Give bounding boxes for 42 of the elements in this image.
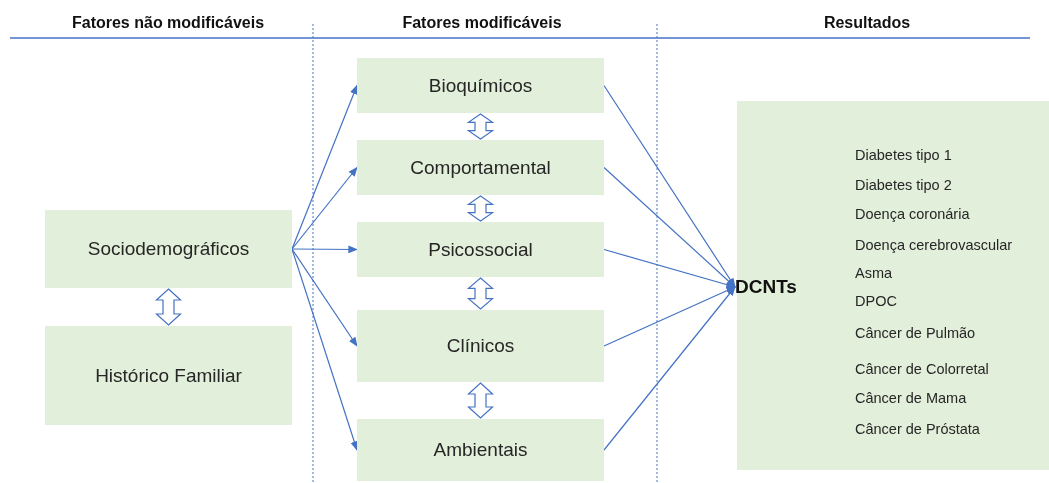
double-block-arrow — [466, 277, 495, 310]
factor-text: Bioquímicos — [428, 74, 533, 97]
disease-item: Diabetes tipo 1 — [855, 147, 952, 163]
column-header: Fatores não modificáveis — [71, 14, 265, 32]
factor-text: Ambientais — [433, 439, 528, 461]
disease-item: Câncer de Mama — [855, 390, 967, 406]
disease-item: Doença cerebrovascular — [855, 237, 1013, 253]
factor-box — [45, 326, 292, 425]
disease-item: DPOC — [855, 293, 897, 309]
outcome-text: DCNTs — [735, 276, 797, 298]
arrow — [603, 248, 736, 289]
arrow — [603, 166, 736, 288]
double-block-arrow — [466, 113, 495, 140]
double-block-arrow — [154, 288, 183, 326]
arrow — [603, 84, 736, 288]
factor-box — [357, 310, 604, 382]
disease-item: Diabetes tipo 2 — [855, 177, 952, 193]
column-header: Resultados — [823, 14, 911, 32]
arrow — [291, 166, 358, 250]
factor-box — [357, 58, 604, 113]
double-block-arrow — [466, 195, 495, 222]
factor-text: Comportamental — [410, 156, 551, 179]
disease-item: Câncer de Próstata — [855, 421, 980, 437]
arrow — [291, 245, 358, 254]
results-panel — [737, 101, 1049, 470]
factor-text: Psicossocial — [428, 238, 533, 261]
arrow — [603, 286, 736, 347]
arrow — [603, 286, 736, 451]
arrow — [291, 248, 358, 347]
factor-box — [357, 222, 604, 277]
factor-text: Clínicos — [446, 335, 515, 357]
column-header: Fatores modificáveis — [402, 14, 562, 32]
disease-item: Câncer de Pulmão — [855, 325, 976, 341]
factor-text: Histórico Familiar — [95, 364, 242, 387]
disease-item: Asma — [855, 265, 893, 281]
double-block-arrow — [466, 382, 495, 419]
disease-item: Doença coronária — [855, 206, 970, 222]
factor-box — [357, 140, 604, 195]
factor-box — [357, 419, 604, 481]
factor-box — [45, 210, 292, 288]
factor-text: Sociodemográficos — [87, 238, 250, 260]
disease-item: Câncer de Colorretal — [855, 361, 989, 377]
